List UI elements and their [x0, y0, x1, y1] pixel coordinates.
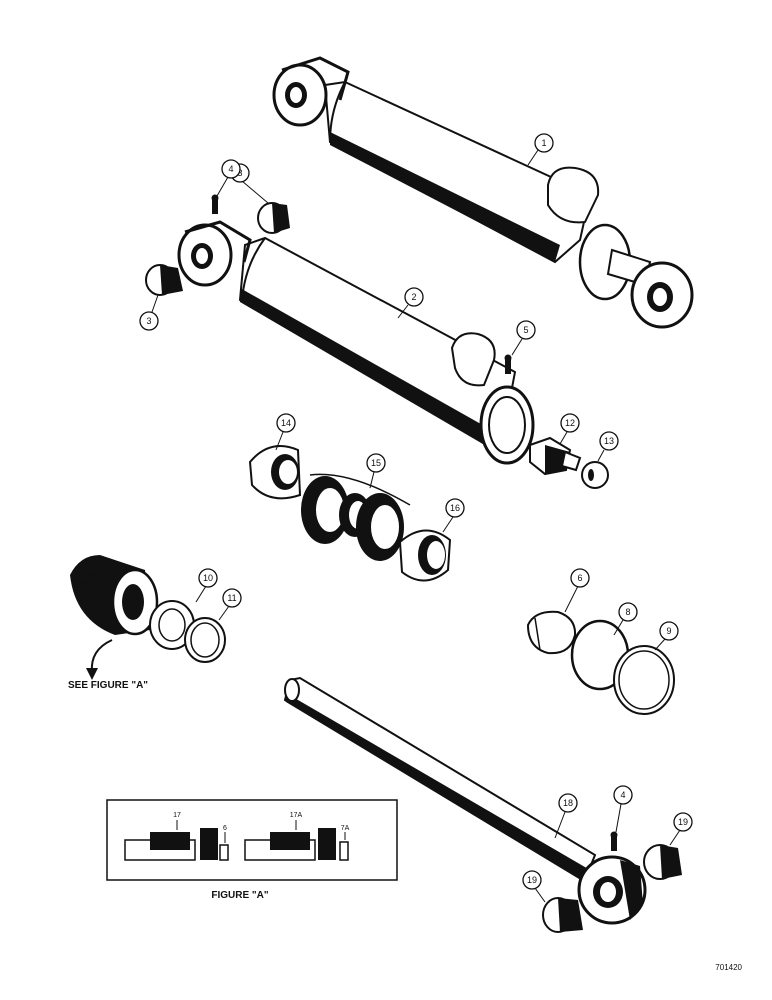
svg-text:19: 19: [678, 817, 688, 827]
svg-text:9: 9: [666, 626, 671, 636]
callout-4-upper: 4: [221, 159, 241, 179]
backup-ring-9: [613, 645, 675, 715]
callout-11: 11: [222, 588, 242, 608]
svg-text:1: 1: [541, 138, 546, 148]
callout-18: 18: [558, 793, 578, 813]
callout-12: 12: [560, 413, 580, 433]
leader-lines: [151, 149, 681, 903]
head-section-17: [124, 828, 229, 861]
svg-text:5: 5: [523, 325, 528, 335]
svg-text:14: 14: [281, 418, 291, 428]
callout-13: 13: [599, 431, 619, 451]
callout-19-left: 19: [522, 870, 542, 890]
grease-fitting-4-lower: [610, 831, 618, 851]
svg-text:4: 4: [228, 164, 233, 174]
svg-text:3: 3: [237, 168, 242, 178]
callout-6: 6: [570, 568, 590, 588]
callout-4-lower: 4: [613, 785, 633, 805]
piston-rod-18: [283, 676, 647, 925]
callout-15: 15: [366, 453, 386, 473]
wear-ring-6: [526, 610, 577, 655]
see-figure-label: SEE FIGURE "A": [68, 680, 148, 691]
svg-text:2: 2: [411, 292, 416, 302]
head-section-17a: [244, 828, 349, 861]
washer-13: [581, 461, 609, 489]
figure-a-inset: 17 6 17A 7A: [106, 799, 398, 881]
figure-a-title: FIGURE "A": [211, 890, 269, 901]
svg-text:15: 15: [371, 458, 381, 468]
part-code: 701420: [715, 963, 742, 972]
callout-19-right: 19: [673, 812, 693, 832]
bushing-3-upper: [257, 202, 290, 234]
figure-a-label-17a: 17A: [290, 812, 303, 819]
callout-16: 16: [445, 498, 465, 518]
callout-14: 14: [276, 413, 296, 433]
nut-16: [398, 529, 452, 582]
o-ring-11: [184, 617, 226, 663]
callout-10: 10: [198, 568, 218, 588]
svg-text:19: 19: [527, 875, 537, 885]
grease-fitting-4-upper: [211, 194, 219, 214]
callout-3-lower: 3: [139, 311, 159, 331]
svg-text:13: 13: [604, 436, 614, 446]
svg-text:16: 16: [450, 503, 460, 513]
figure-a-label-17: 17: [173, 812, 181, 819]
seal-set-15: [301, 473, 411, 561]
svg-text:12: 12: [565, 418, 575, 428]
svg-text:3: 3: [146, 316, 151, 326]
callout-balloons: 1 2 3 3 4 5 12 13 14 15 16 10 11 6 8 9 1…: [139, 133, 693, 890]
svg-text:8: 8: [625, 607, 630, 617]
cylinder-tube-2: [177, 220, 535, 465]
callout-8: 8: [618, 602, 638, 622]
bushing-19-right: [643, 844, 682, 880]
svg-text:4: 4: [620, 790, 625, 800]
svg-text:10: 10: [203, 573, 213, 583]
callout-5: 5: [516, 320, 536, 340]
bushing-3-lower: [145, 264, 183, 296]
see-figure-arrow: [86, 639, 113, 680]
cylinder-head: [70, 555, 159, 636]
figure-a-label-6: 6: [223, 825, 227, 832]
piston-14: [248, 445, 302, 500]
svg-text:11: 11: [227, 593, 236, 603]
callout-1: 1: [534, 133, 554, 153]
grease-fitting-5: [504, 354, 512, 374]
svg-text:18: 18: [563, 798, 573, 808]
plug-12: [529, 436, 582, 476]
callout-2: 2: [404, 287, 424, 307]
figure-a-label-7a: 7A: [341, 825, 350, 832]
svg-text:6: 6: [577, 573, 582, 583]
callout-9: 9: [659, 621, 679, 641]
bushing-19-left: [542, 897, 583, 933]
cylinder-assembly-1: [272, 56, 694, 329]
